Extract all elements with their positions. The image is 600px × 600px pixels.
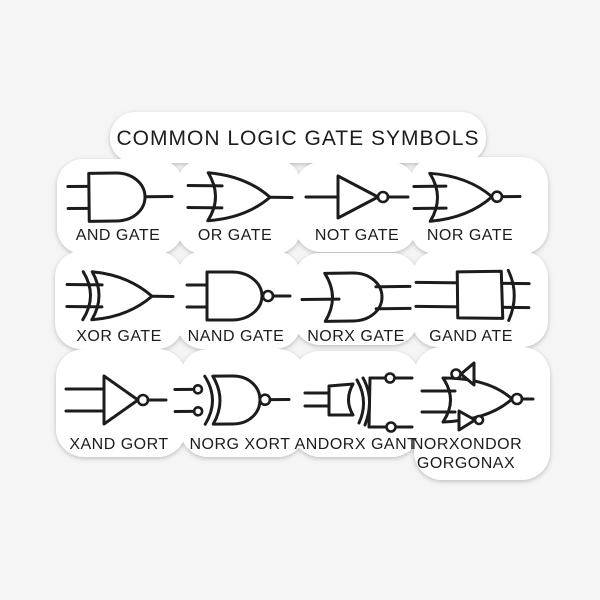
gate-label-andorx-gant: ANDORX GANT: [295, 436, 418, 453]
gate-label-norg-xort: NORG XORT: [189, 436, 290, 453]
norg-xort-symbol: [173, 374, 291, 426]
gate-label-nor: NOR GATE: [427, 227, 513, 244]
gand-ate-symbol: [414, 268, 531, 322]
gate-label-gand: GAND ATE: [429, 328, 513, 345]
and-gate-symbol: [66, 171, 174, 223]
gate-label-xor: XOR GATE: [76, 328, 162, 345]
xand-gort-symbol: [64, 374, 168, 426]
page-title: COMMON LOGIC GATE SYMBOLS: [117, 127, 480, 150]
andorx-gant-symbol: [303, 372, 414, 433]
gate-label-or: OR GATE: [198, 227, 272, 244]
gate-label-and: AND GATE: [76, 227, 161, 244]
gate-label-nand: NAND GATE: [188, 328, 285, 345]
gate-label-norx: NORX GATE: [307, 328, 405, 345]
xor-gate-symbol: [65, 270, 175, 322]
norx-gate-symbol: [300, 271, 412, 323]
nor-gate-symbol: [412, 171, 522, 223]
nand-gate-symbol: [185, 270, 292, 322]
gate-label-not: NOT GATE: [315, 227, 399, 244]
gate-label-gorgonax: GORGONAX: [417, 455, 515, 472]
or-gate-symbol: [186, 171, 294, 223]
not-gate-symbol: [304, 174, 410, 220]
norxondor-gorgonax-symbol: [420, 361, 535, 432]
gate-label-norxondor: NORXONDOR: [412, 436, 522, 453]
gate-label-xand-gort: XAND GORT: [69, 436, 168, 453]
